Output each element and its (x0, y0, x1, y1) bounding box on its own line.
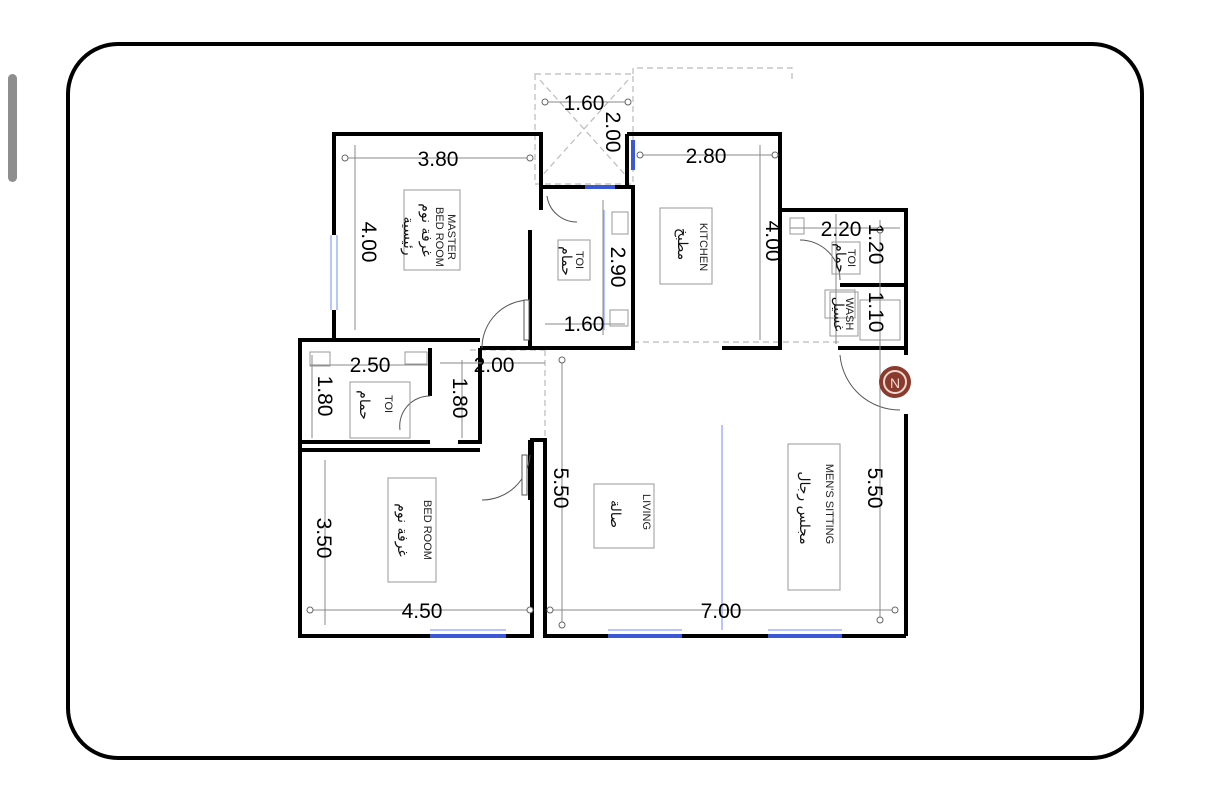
dimension-lines (306, 98, 900, 629)
master-bedroom-label: MASTER BED ROOM غرفة نوم رئيسية (400, 189, 461, 271)
living-en: LIVING (640, 494, 652, 530)
dim-toi-left-h: 1.80 (313, 376, 336, 417)
living-ar: صالة (607, 500, 623, 528)
living-label: LIVING صالة (593, 483, 655, 549)
windows (330, 140, 842, 638)
toi-center-en: TOI (573, 251, 585, 269)
toi-right-en: TOI (845, 249, 857, 267)
kitchen-label: KITCHEN مطبخ (659, 207, 713, 285)
toi-right-ar: حمام (832, 243, 848, 273)
dim-bed-h: 3.50 (312, 518, 335, 559)
dim-bed-w: 4.50 (402, 600, 443, 623)
dim-living-sitting-w: 7.00 (701, 600, 742, 623)
toi-left-ar: حمام (356, 390, 372, 420)
porch-outline (534, 67, 793, 185)
bedroom-ar: غرفة نوم (394, 503, 410, 557)
fixtures (309, 211, 901, 367)
dimension-labels: 1.60 2.00 3.80 4.00 2.80 4.00 2.90 1.60 … (312, 92, 887, 623)
sitting-ar: مجلس رجال (796, 471, 812, 544)
dim-living-h: 5.50 (549, 468, 572, 509)
dim-toi-right-w: 2.20 (821, 218, 862, 241)
doors (399, 195, 901, 501)
kitchen-ar: مطبخ (674, 228, 690, 260)
bedroom-en: BED ROOM (421, 500, 433, 560)
dim-toi-left-w: 2.50 (350, 354, 391, 377)
toi-right-label: TOI حمام (831, 241, 861, 275)
toi-left-en: TOI (382, 395, 394, 413)
dim-porch-w: 1.60 (564, 92, 605, 115)
dim-master-w: 3.80 (418, 148, 459, 171)
bedroom-label: BED ROOM غرفة نوم (387, 477, 437, 583)
dim-toi-center-h: 2.90 (606, 247, 629, 288)
dim-toi-center-w: 1.60 (564, 313, 605, 336)
dim-corridor-h: 1.80 (448, 378, 471, 419)
dim-porch-h: 2.00 (601, 112, 624, 153)
wash-en: WASH (843, 298, 855, 331)
walls (298, 132, 908, 638)
mens-sitting-label: MEN'S SITTING مجلس رجال (787, 443, 841, 591)
kitchen-en: KITCHEN (697, 223, 709, 271)
wash-ar: غسيل (830, 297, 846, 332)
master-en1: MASTER (445, 214, 457, 260)
north-letter: N (890, 375, 900, 391)
scrollbar[interactable] (8, 74, 17, 182)
toi-center-ar: حمام (558, 246, 574, 276)
dim-master-h: 4.00 (357, 222, 380, 263)
master-en2: BED ROOM (433, 207, 445, 267)
toi-center-label: TOI حمام (557, 239, 591, 281)
dim-wash-h: 1.10 (864, 292, 887, 333)
floor-plan-frame (66, 42, 1144, 760)
dim-kitchen-h: 4.00 (761, 221, 784, 262)
toi-left-label: TOI حمام (349, 381, 411, 439)
corridor-outline (470, 341, 840, 440)
dim-corridor-w: 2.00 (474, 354, 515, 377)
north-arrow-icon: N (879, 366, 911, 398)
dim-toi-right-h: 1.20 (864, 224, 887, 265)
room-labels: MASTER BED ROOM غرفة نوم رئيسية KITCHEN … (349, 189, 861, 591)
sitting-en: MEN'S SITTING (823, 464, 835, 544)
wash-label: WASH غسيل (829, 291, 859, 337)
dim-kitchen-w: 2.80 (686, 145, 727, 168)
master-ar1: غرفة نوم (418, 203, 434, 257)
dim-sitting-h: 5.50 (863, 468, 886, 509)
master-ar2: رئيسية (400, 216, 416, 255)
